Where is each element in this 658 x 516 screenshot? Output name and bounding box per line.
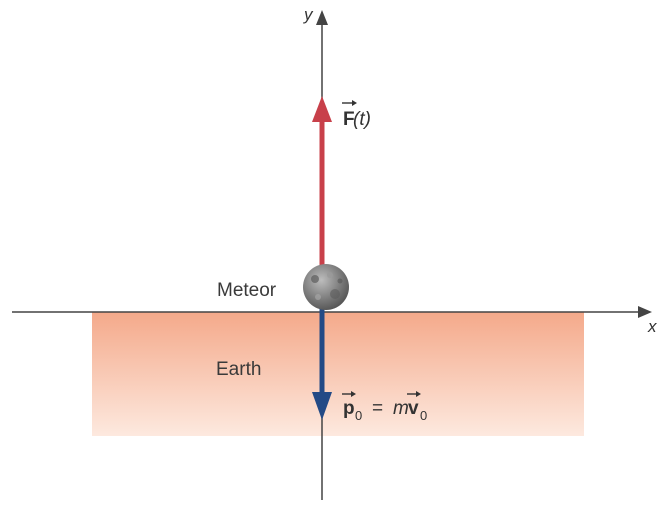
x-axis-label: x <box>647 317 657 336</box>
momentum-p-subscript: 0 <box>355 408 362 423</box>
force-label: F (t) <box>342 100 371 130</box>
momentum-v-symbol: v <box>408 398 419 419</box>
meteor-label: Meteor <box>217 280 277 301</box>
momentum-v-subscript: 0 <box>420 408 427 423</box>
force-symbol: F <box>343 109 355 130</box>
earth-label: Earth <box>216 359 261 380</box>
x-axis-arrowhead <box>638 306 652 318</box>
momentum-arrow-head <box>312 392 332 420</box>
momentum-p-symbol: p <box>343 398 355 419</box>
y-axis-arrowhead <box>316 10 328 25</box>
force-arrow-head <box>312 96 332 122</box>
momentum-equals: = <box>372 398 383 419</box>
momentum-label: p 0 = m v 0 <box>342 391 427 423</box>
force-argument: (t) <box>353 109 371 130</box>
meteor-icon <box>303 264 349 310</box>
earth-region <box>92 312 584 436</box>
momentum-mass: m <box>393 398 409 419</box>
y-axis-label: y <box>303 5 314 24</box>
